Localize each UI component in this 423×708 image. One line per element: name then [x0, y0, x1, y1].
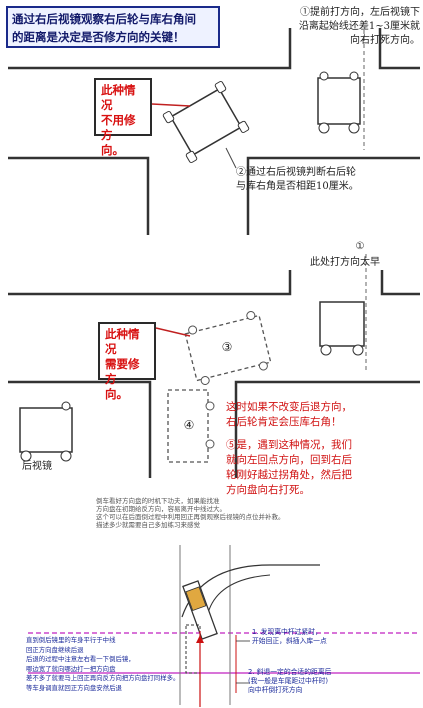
- panel-2-small-line-1: 倒车看好方向盘的时机下功夫，如果能找准: [96, 497, 220, 505]
- panel-1-title-line-2: 的距离是决定是否修方向的关键！: [12, 30, 185, 44]
- dashed-car-3: [184, 311, 272, 385]
- panel-2-note-early: 此处打方向太早: [310, 257, 380, 268]
- panel-1-note-bottom-line-1: ②通过右后视镜判断右后轮: [236, 167, 356, 178]
- right-car-1: [317, 71, 361, 134]
- panel-2-fix-note: ⑤是，遇到这种情况，我们 就向左回点方向，回到右后 轮刚好越过拐角处，然后把 方…: [226, 438, 416, 498]
- panel-3-diagram: [28, 545, 420, 707]
- panel-1-note-top: ①提前打方向，左后视镜下 沿离起始线还差1~3厘米就 向右打死方向。: [264, 6, 420, 48]
- panel-3-left-line-1: 直到倒后镜里的车身平行于中线: [26, 636, 116, 644]
- panel-1-note-bottom: ②通过右后视镜判断右后轮 与库右角是否相距10厘米。: [236, 166, 416, 194]
- panel-2-small-line-2: 方向盘在初期给反方向，容易离开中线过大。: [96, 505, 226, 513]
- panel-1-callout: 此种情况 不用修方 向。: [94, 78, 152, 157]
- left-car-2: [19, 401, 73, 462]
- panel-3-left-line-4: 哪边宽了就向哪边打一把方向盘: [26, 664, 116, 673]
- car-label-4: ④: [183, 418, 195, 432]
- panel-3-step-2: 2. 斜退一定的合适的距离后 (我一般是车尾距过中杆时) 向中杆倒打死方向: [248, 668, 420, 695]
- panel-2-warning-line-1: 这时如果不改变后退方向，: [226, 401, 352, 413]
- panel-3-left-line-2: 回正方向盘继续后退: [26, 645, 84, 654]
- panel-2-small-line-3: 这个可以在后面倒过程中利用回正再倒观察后视镜的点位并补救。: [96, 513, 285, 521]
- panel-1-diagram: [8, 28, 420, 235]
- panel-2-callout-line-3: 向。: [105, 387, 128, 401]
- panel-2-marker-1: ①: [355, 241, 365, 252]
- panel-2-small-line-4: 描述多少就需要自己多加练习来感觉: [96, 521, 200, 529]
- panel-1-note-top-line-3: 向右打死方向。: [350, 35, 420, 46]
- dashed-car-4: [167, 389, 215, 463]
- panel-3-left-line-6: 等车身调直就回正方向盘安然后退: [26, 683, 122, 692]
- panel-2-diagram: [8, 254, 420, 478]
- panel-2-small-note: 倒车看好方向盘的时机下功夫，如果能找准 方向盘在初期给反方向，容易离开中线过大。…: [96, 497, 386, 529]
- panel-1-note-top-line-2: 沿离起始线还差1~3厘米就: [298, 21, 420, 32]
- panel-1-callout-line-3: 向。: [101, 143, 124, 157]
- panel-1-title-line-1: 通过右后视镜观察右后轮与库右角间: [12, 12, 196, 26]
- panel-2-fix-line-4: 方向盘向右打死。: [226, 484, 310, 496]
- panel-2-callout-line-2: 需要修方: [105, 357, 140, 386]
- panel-2-warning-line-2: 右后轮肯定会压库右角！: [226, 416, 342, 428]
- panel-3-step-2-line-2: (我一般是车尾距过中杆时): [248, 677, 329, 685]
- panel-3-step-1: 1. 发现离中杆过紧时， 开始回正，斜插入库一点: [252, 628, 420, 646]
- panel-3-left-note: 直到倒后镜里的车身平行于中线 回正方向盘继续后退 后退的过程中注意左右看一下倒后…: [26, 636, 226, 693]
- panel-2-callout-line-1: 此种情况: [105, 327, 140, 356]
- panel-1-callout-line-2: 不用修方: [101, 113, 136, 142]
- panel-2-callout: 此种情况 需要修方 向。: [98, 322, 156, 401]
- angled-car-3: [182, 580, 218, 640]
- panel-3-step-2-line-1: 2. 斜退一定的合适的距离后: [248, 668, 332, 676]
- mirror-label: 后视镜: [22, 461, 52, 472]
- panel-3-step-1-line-1: 1. 发现离中杆过紧时，: [252, 628, 322, 636]
- panel-1-title-box: 通过右后视镜观察右后轮与库右角间 的距离是决定是否修方向的关键！: [6, 6, 220, 48]
- panel-1-note-top-line-1: ①提前打方向，左后视镜下: [300, 7, 420, 18]
- panel-2-fix-line-1: ⑤是，遇到这种情况，我们: [226, 439, 352, 451]
- panel-1-callout-line-1: 此种情况: [101, 83, 136, 112]
- panel-2-warning: 这时如果不改变后退方向， 右后轮肯定会压库右角！: [226, 400, 416, 430]
- panel-1-note-bottom-line-2: 与库右角是否相距10厘米。: [236, 181, 359, 192]
- panel-3-left-line-3: 后退的过程中注意左右看一下倒后镜，: [26, 655, 135, 663]
- panel-2-fix-line-2: 就向左回点方向，回到右后: [226, 454, 352, 466]
- panel-2-fix-line-3: 轮刚好越过拐角处，然后把: [226, 469, 352, 481]
- panel-3-step-2-line-3: 向中杆倒打死方向: [248, 686, 303, 694]
- panel-3-left-line-5: 差不多了就要马上回正再向反方向把方向盘打同样多。: [26, 674, 180, 682]
- panel-3-step-1-line-2: 开始回正，斜插入库一点: [252, 637, 327, 645]
- car-label-3: ③: [221, 340, 233, 354]
- right-car-2: [319, 301, 365, 356]
- angled-car-1: [162, 80, 250, 164]
